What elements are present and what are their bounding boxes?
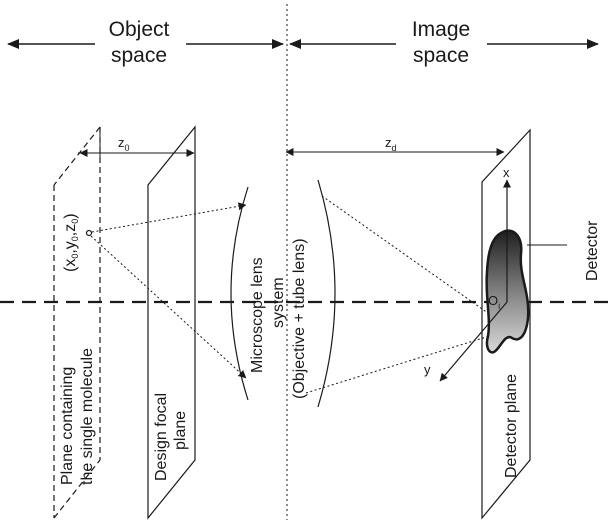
ray-lower-to-lens bbox=[90, 235, 247, 379]
origin-label: Oi bbox=[488, 293, 500, 311]
lens-label-line2: system bbox=[270, 277, 287, 328]
molecule-plane-label-line1: Plane containing bbox=[59, 367, 76, 485]
ray-lower-to-detector bbox=[305, 331, 500, 394]
zd-label: zd bbox=[385, 135, 397, 153]
x-axis-label: x bbox=[503, 165, 510, 180]
ray-upper-to-lens bbox=[91, 202, 247, 233]
z0-label: z0 bbox=[118, 135, 130, 153]
lens-label-line1: Microscope lens bbox=[249, 257, 266, 373]
lens-label-line3: (Objective + tube lens) bbox=[291, 238, 308, 399]
z0-dimension bbox=[78, 127, 195, 157]
molecule-point bbox=[85, 229, 93, 237]
image-space-label-line1: Image bbox=[412, 18, 470, 41]
design-focal-plane bbox=[147, 125, 196, 520]
detector-plane-label: Detector plane bbox=[503, 374, 520, 478]
lens-front-surface bbox=[230, 186, 249, 401]
image-space-label-line2: space bbox=[413, 44, 469, 67]
molecule-plane bbox=[53, 126, 101, 519]
object-space-label-line2: space bbox=[111, 44, 167, 67]
detector-label: Detector bbox=[584, 220, 601, 281]
molecule-plane-label-line2: the single molecule bbox=[79, 348, 96, 485]
ray-upper-to-detector bbox=[321, 195, 503, 324]
object-space-label-line1: Object bbox=[109, 18, 170, 41]
design-plane-label-line1: Design focal bbox=[153, 393, 170, 481]
detector-plane bbox=[481, 128, 531, 520]
detector-y-axis bbox=[439, 301, 508, 382]
point-coordinates-label: (x0,y0,z0) bbox=[62, 213, 80, 272]
design-plane-label-line2: plane bbox=[172, 411, 189, 450]
y-axis-label: y bbox=[424, 362, 431, 377]
lens-back-surface bbox=[317, 179, 336, 408]
